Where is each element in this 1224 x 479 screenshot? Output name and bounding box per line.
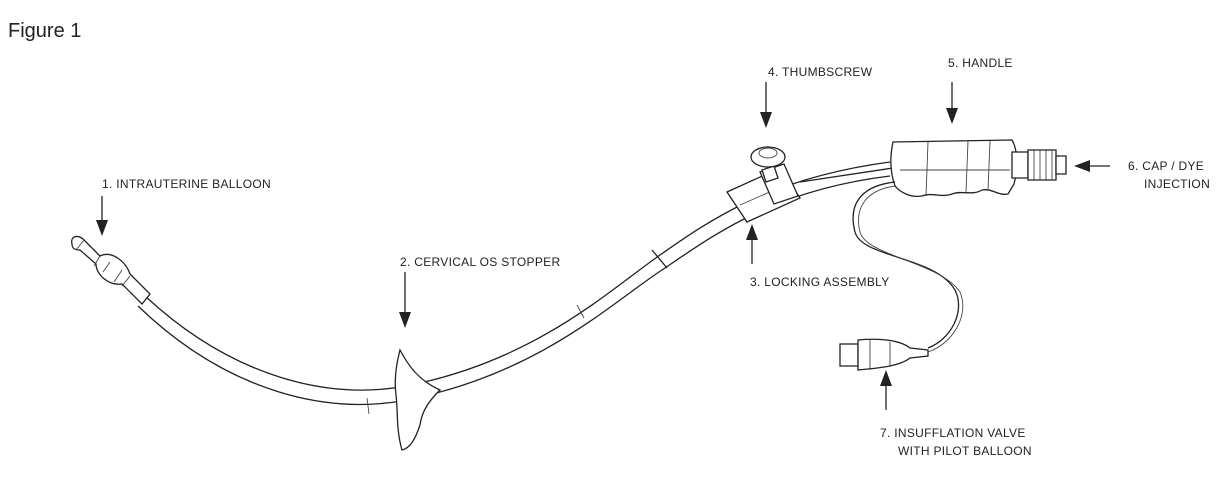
thumbscrew (750, 146, 786, 183)
label-cap-dye: 6. CAP / DYE (1128, 159, 1204, 173)
connector-tube (799, 167, 894, 183)
shaft-mark (576, 304, 585, 319)
label-handle: 5. HANDLE (948, 56, 1013, 70)
label-cervical-os-stopper: 2. CERVICAL OS STOPPER (400, 255, 560, 269)
label-cap-injection: INJECTION (1144, 177, 1210, 191)
pilot-line (852, 181, 960, 349)
label-insufflation-valve: 7. INSUFFLATION VALVE (880, 426, 1026, 440)
cervical-os-stopper (394, 348, 442, 451)
figure-title: Figure 1 (8, 20, 82, 42)
shaft-mark (366, 397, 370, 415)
label-locking-assembly: 3. LOCKING ASSEMBLY (750, 275, 890, 289)
catheter-shaft-lower (137, 175, 891, 406)
label-intrauterine-balloon: 1. INTRAUTERINE BALLOON (102, 177, 271, 191)
handle (890, 139, 1018, 198)
label-pilot-balloon: WITH PILOT BALLOON (898, 444, 1032, 458)
label-thumbscrew: 4. THUMBSCREW (768, 65, 873, 79)
arrows (96, 82, 1110, 410)
insufflation-valve (839, 338, 929, 371)
cap-dye-injection (1011, 149, 1067, 181)
outer-sheath (651, 249, 668, 269)
intrauterine-balloon (71, 235, 151, 305)
pilot-line-inner (858, 185, 964, 353)
